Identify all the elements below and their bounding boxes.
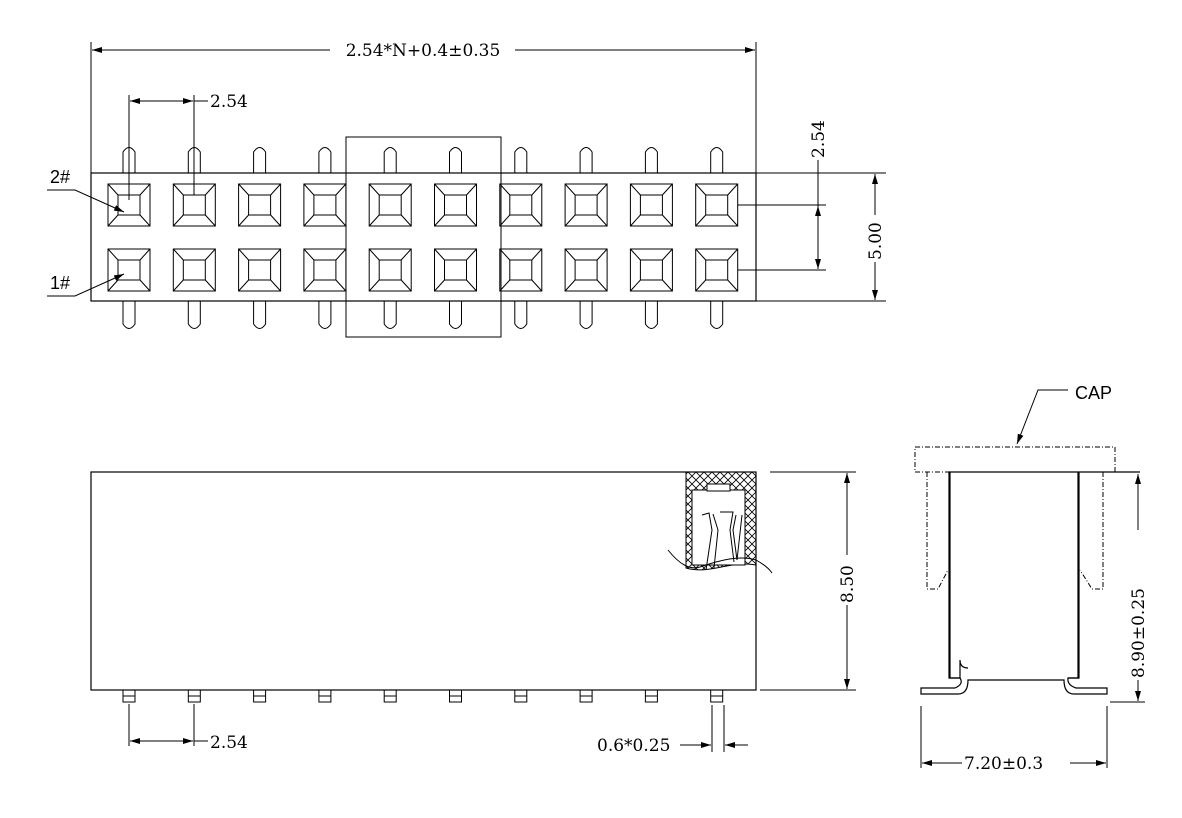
side-pin <box>318 689 332 703</box>
pin-top <box>644 147 658 173</box>
side-pin <box>579 689 593 703</box>
side-pin <box>644 689 658 703</box>
socket-contact <box>172 183 216 227</box>
pin-bottom <box>187 301 201 329</box>
end-body-outline <box>920 472 1108 695</box>
pin-top <box>579 147 593 173</box>
pin-bottom <box>122 301 136 329</box>
socket-contact <box>238 248 282 292</box>
socket-contact <box>564 248 608 292</box>
socket-contact <box>107 248 151 292</box>
height-with-cap-dim: 8.90±0.25 <box>1129 588 1149 678</box>
body-width-dim: 5.00 <box>866 222 886 260</box>
socket-contact <box>695 248 739 292</box>
socket-contact <box>564 183 608 227</box>
socket-contact <box>629 248 673 292</box>
socket-contact <box>629 183 673 227</box>
side-pin <box>449 689 462 703</box>
pin-top <box>710 147 724 173</box>
socket-contact <box>172 248 216 292</box>
socket-contact <box>368 183 412 227</box>
row-pitch-dim: 2.54 <box>809 120 829 158</box>
end-view: CAP 8.90±0.25 7.20±0.3 <box>914 383 1149 774</box>
socket-contact <box>499 248 543 292</box>
pin-bottom <box>253 301 267 329</box>
pin-top <box>449 147 462 173</box>
side-pin <box>253 689 267 703</box>
height-dim: 8.50 <box>838 565 858 603</box>
cap-outline-top <box>345 136 502 338</box>
socket-contact <box>499 183 543 227</box>
pin2-label: 2# <box>50 167 70 187</box>
pin-top <box>318 147 332 173</box>
socket-contact <box>434 248 477 292</box>
cap-label: CAP <box>1075 383 1112 403</box>
socket-contact <box>368 248 412 292</box>
side-body-outline <box>90 471 757 691</box>
pin-bottom <box>579 301 593 329</box>
side-pin <box>514 689 528 703</box>
cap-outline <box>914 446 1116 473</box>
pin-top <box>383 147 397 173</box>
pitch-dim-top: 2.54 <box>210 92 248 112</box>
socket-contact <box>434 183 477 227</box>
cap-legs <box>926 472 1104 590</box>
pin-bottom <box>644 301 658 329</box>
socket-contact <box>238 183 282 227</box>
pin-top <box>253 147 267 173</box>
socket-contact <box>303 183 347 227</box>
top-view: 2.54*N+0.4±0.35 2.54 2.54 5.00 2# 1# <box>47 41 886 338</box>
top-body-outline <box>90 172 757 302</box>
pin-bottom <box>449 301 462 329</box>
socket-contact <box>695 183 739 227</box>
side-view: 2.54 0.6*0.25 8.50 <box>90 471 858 756</box>
socket-contact <box>303 248 347 292</box>
pitch-dim-bottom: 2.54 <box>210 733 248 753</box>
foot-span-dim: 7.20±0.3 <box>964 754 1043 774</box>
pin1-label: 1# <box>50 273 70 293</box>
pin-size-dim: 0.6*0.25 <box>597 736 670 756</box>
pin-bottom <box>383 301 397 329</box>
pin-bottom <box>514 301 528 329</box>
pin-bottom <box>318 301 332 329</box>
side-pin <box>122 689 136 703</box>
cutaway-section <box>667 471 773 574</box>
side-pin <box>383 689 397 703</box>
overall-length-dim: 2.54*N+0.4±0.35 <box>346 41 501 61</box>
side-pin <box>710 689 724 703</box>
pin-bottom <box>710 301 724 329</box>
side-pin <box>187 689 201 703</box>
pin-top <box>514 147 528 173</box>
